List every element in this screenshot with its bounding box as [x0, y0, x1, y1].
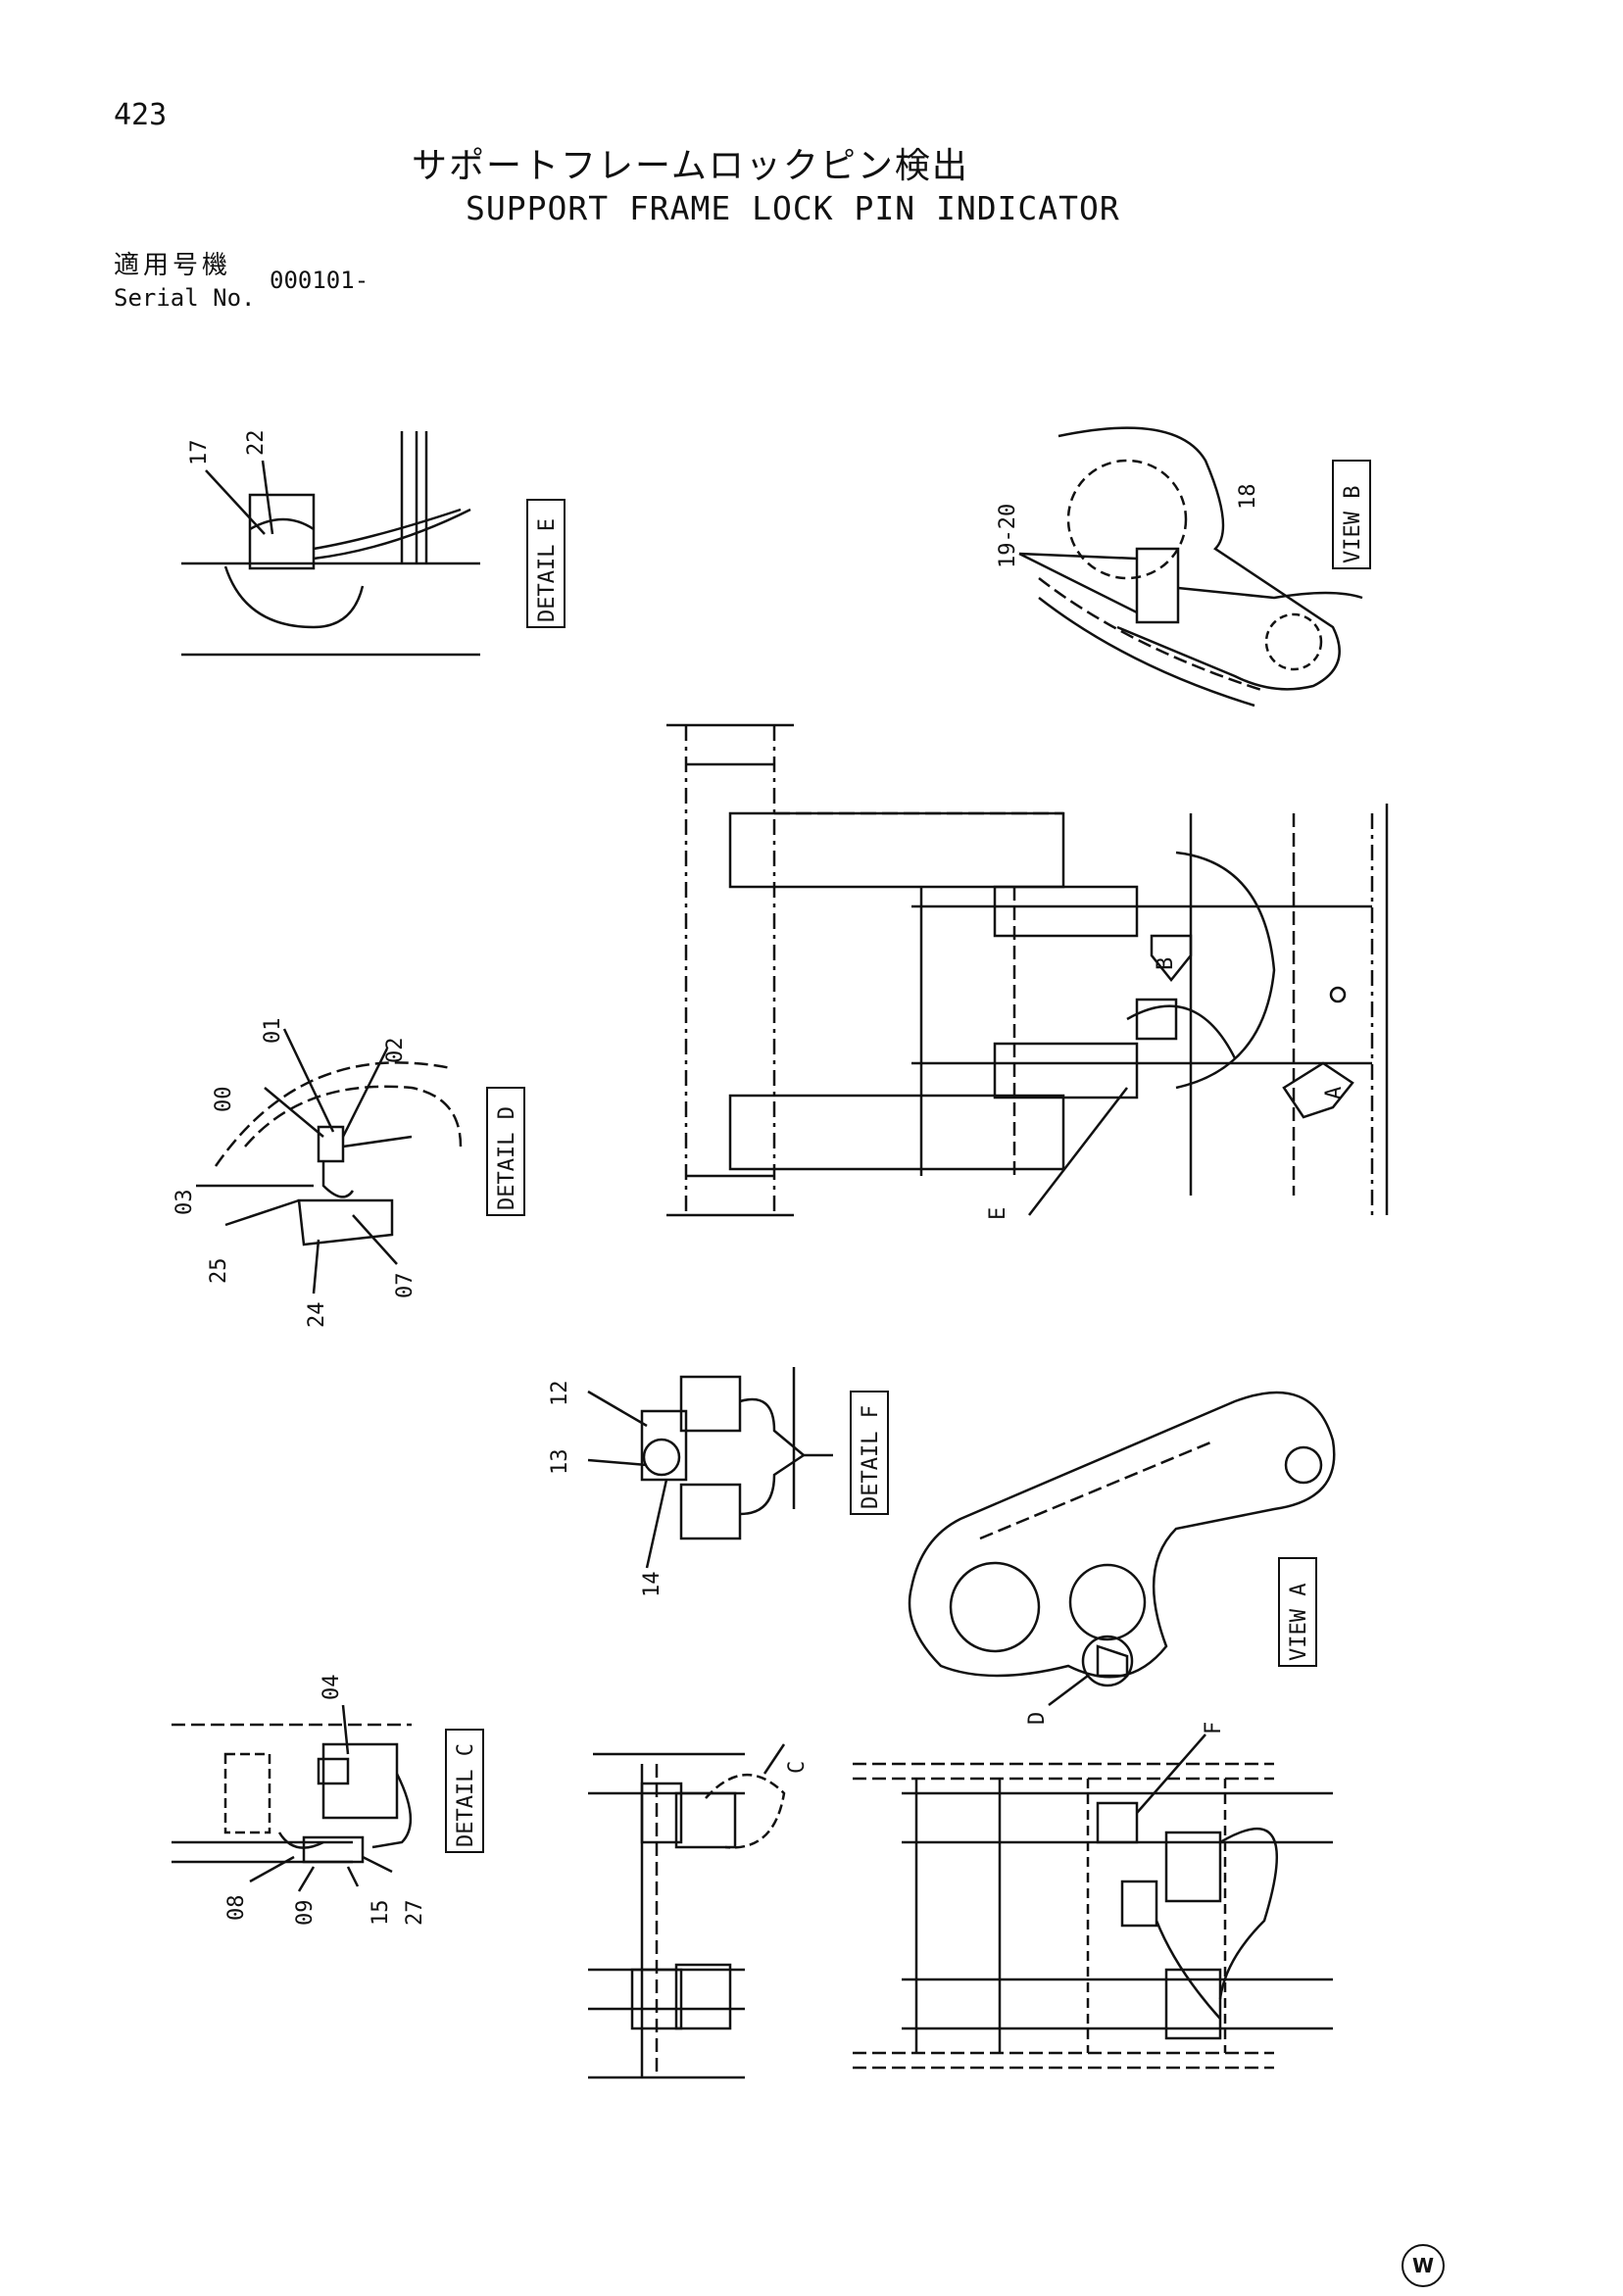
callout-27: 27 — [403, 1900, 427, 1927]
callout-19-20: 19-20 — [996, 504, 1020, 568]
callout-13: 13 — [548, 1449, 572, 1476]
detail-e-label-box: DETAIL E — [526, 499, 566, 628]
callout-08: 08 — [224, 1895, 249, 1922]
callout-04: 04 — [320, 1675, 344, 1701]
callout-09: 09 — [293, 1900, 318, 1927]
callout-03: 03 — [172, 1190, 197, 1216]
callout-15: 15 — [369, 1900, 393, 1927]
view-b-label: VIEW B — [1341, 486, 1365, 563]
ref-c-marker: C — [785, 1761, 810, 1774]
plan-view-drawing — [853, 1734, 1333, 2070]
callout-07: 07 — [393, 1273, 418, 1299]
page-title-japanese: サポートフレームロックピン検出 — [412, 146, 969, 186]
page-title-english: SUPPORT FRAME LOCK PIN INDICATOR — [466, 189, 1120, 227]
view-b-drawing — [1018, 426, 1363, 708]
detail-f-drawing — [587, 1367, 833, 1569]
page-number: 423 — [114, 98, 168, 132]
main-frame-drawing — [666, 723, 1389, 1217]
detail-d-label-box: DETAIL D — [486, 1087, 525, 1216]
callout-18: 18 — [1236, 484, 1260, 511]
detail-e-label: DETAIL E — [535, 518, 560, 622]
callout-00: 00 — [212, 1087, 236, 1113]
detail-d-label: DETAIL D — [495, 1106, 519, 1210]
ref-b-marker: B — [1154, 957, 1178, 970]
detail-c-label-box: DETAIL C — [445, 1729, 484, 1853]
callout-14: 14 — [640, 1572, 664, 1598]
ref-f-marker: F — [1202, 1722, 1226, 1734]
detail-f-label-box: DETAIL F — [850, 1391, 889, 1515]
callout-22: 22 — [244, 430, 269, 457]
serial-number-value: 000101- — [270, 267, 369, 294]
view-a-drawing — [908, 1391, 1336, 1706]
detail-f-label: DETAIL F — [859, 1405, 883, 1509]
callout-12: 12 — [548, 1381, 572, 1407]
ref-d-marker: D — [1025, 1712, 1050, 1725]
callout-24: 24 — [305, 1302, 329, 1329]
detail-c-label: DETAIL C — [454, 1743, 478, 1847]
ref-a-marker: A — [1322, 1087, 1347, 1099]
view-b-label-box: VIEW B — [1332, 460, 1371, 569]
detail-c-drawing — [172, 1704, 413, 1892]
manufacturer-mark-icon: W — [1402, 2244, 1445, 2287]
callout-17: 17 — [187, 440, 212, 466]
view-a-label-box: VIEW A — [1278, 1557, 1317, 1667]
serial-label-english: Serial No. — [114, 284, 256, 312]
callout-01: 01 — [261, 1018, 285, 1045]
ref-e-marker: E — [986, 1207, 1010, 1220]
detail-e-drawing — [181, 431, 480, 657]
serial-label-japanese: 適用号機 — [114, 251, 232, 280]
callout-02: 02 — [383, 1038, 408, 1064]
view-a-label: VIEW A — [1287, 1584, 1311, 1661]
callout-25: 25 — [207, 1258, 231, 1285]
detail-d-drawing — [196, 1028, 463, 1295]
side-view-drawing — [588, 1743, 786, 2079]
